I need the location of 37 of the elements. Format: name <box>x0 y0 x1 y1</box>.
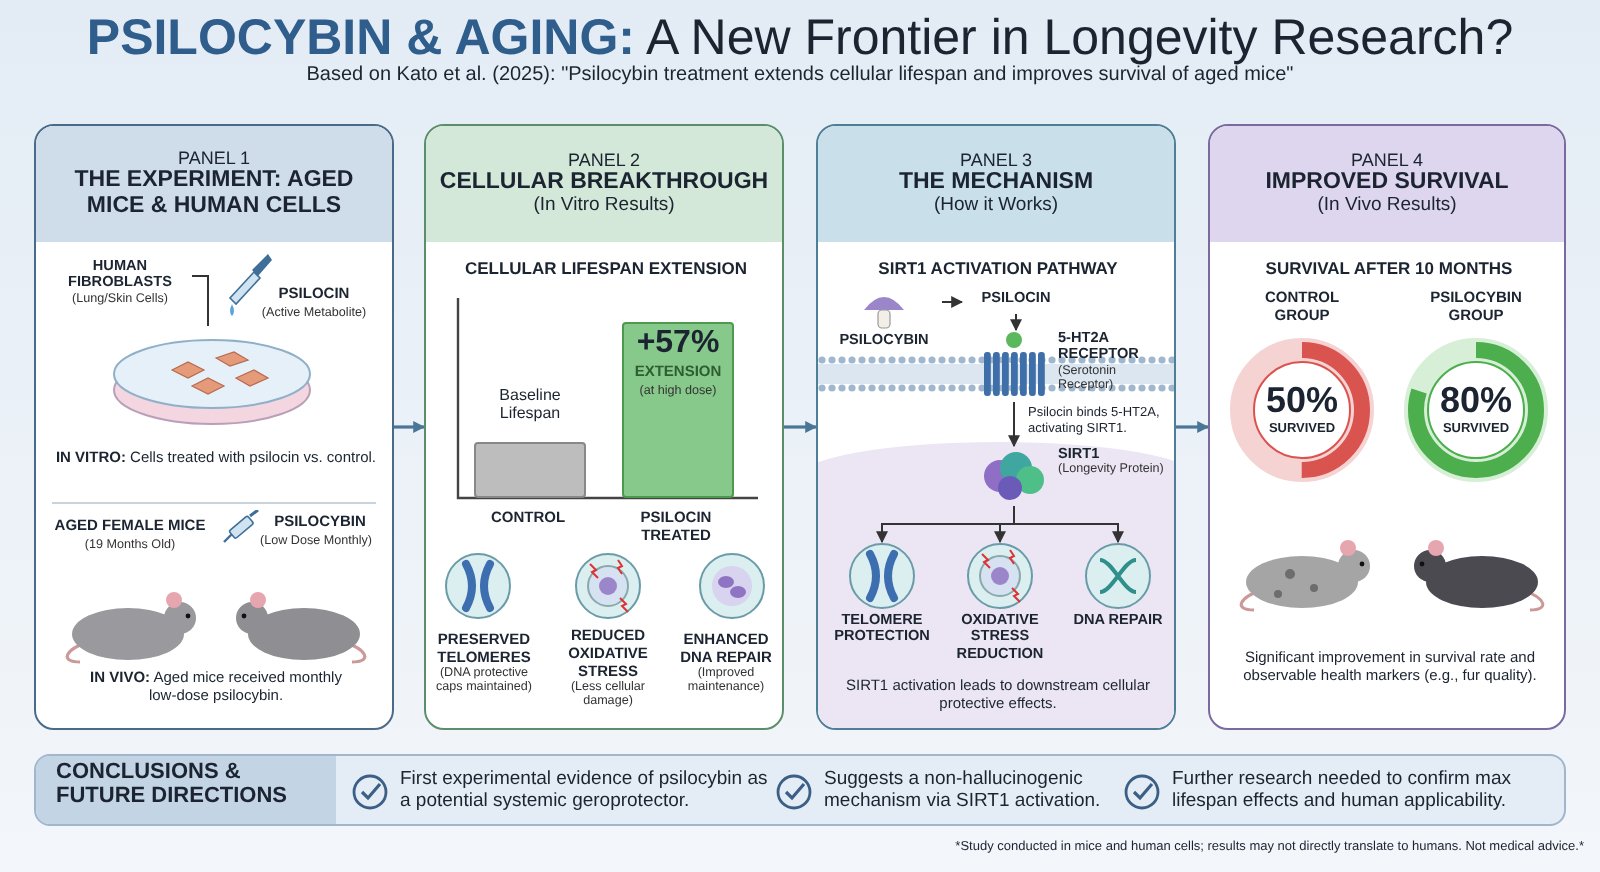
arrow <box>784 421 818 433</box>
subtitle: Based on Kato et al. (2025): "Psilocybin treatment extends cellular lifespan and improves survival of aged mice" <box>304 64 1296 88</box>
title: PSILOCYBIN & AGING: A New Frontier in Longevity Research? <box>84 10 1516 66</box>
conclusion-text: Suggests a non-hallucinogenic mechanism via SIRT1 activation. <box>824 768 1103 813</box>
panel-number: PANEL 4 <box>1348 149 1426 171</box>
band-title: CONCLUSIONS & FUTURE DIRECTIONS <box>54 758 289 813</box>
conclusion-text: First experimental evidence of psilocybin as a potential systemic geroprotector. <box>400 768 770 813</box>
percentage-value: 80% <box>1437 380 1515 423</box>
bar-label: Baseline Lifespan <box>497 386 563 424</box>
arrow <box>1008 401 1020 448</box>
arrow <box>394 421 426 433</box>
percentage-value: +57% <box>634 326 722 364</box>
arrow <box>941 296 964 308</box>
panel-number: PANEL 1 <box>175 147 253 168</box>
section-heading: SIRT1 ACTIVATION PATHWAY <box>876 258 1120 279</box>
panel-card <box>1208 124 1566 730</box>
arrow <box>1013 505 1124 544</box>
panel-card <box>424 124 784 730</box>
arrow <box>1176 421 1210 433</box>
conclusions-band <box>34 754 1566 826</box>
arrow <box>1010 313 1022 332</box>
panel-card <box>816 124 1176 730</box>
panel-title: THE EXPERIMENT: AGED MICE & HUMAN CELLS <box>72 167 356 221</box>
panel-number: PANEL 2 <box>565 149 643 171</box>
panel-title: THE MECHANISM <box>896 170 1096 196</box>
panel-title: CELLULAR BREAKTHROUGH <box>437 170 771 196</box>
section-heading: CELLULAR LIFESPAN EXTENSION <box>462 258 750 279</box>
panel-subtitle: (How it Works) <box>931 196 1061 219</box>
conclusion-text: Further research needed to confirm max lifespan effects and human applicability. <box>1172 768 1513 813</box>
panel-title: IMPROVED SURVIVAL <box>1263 170 1511 196</box>
panel-number: PANEL 3 <box>957 149 1035 171</box>
panel-subtitle: (In Vivo Results) <box>1315 196 1459 219</box>
panel-card <box>34 124 394 730</box>
leader-line <box>191 275 209 327</box>
percentage-value: 50% <box>1263 380 1341 423</box>
section-heading: SURVIVAL AFTER 10 MONTHS <box>1263 258 1515 279</box>
panel-subtitle: (In Vitro Results) <box>531 196 677 219</box>
